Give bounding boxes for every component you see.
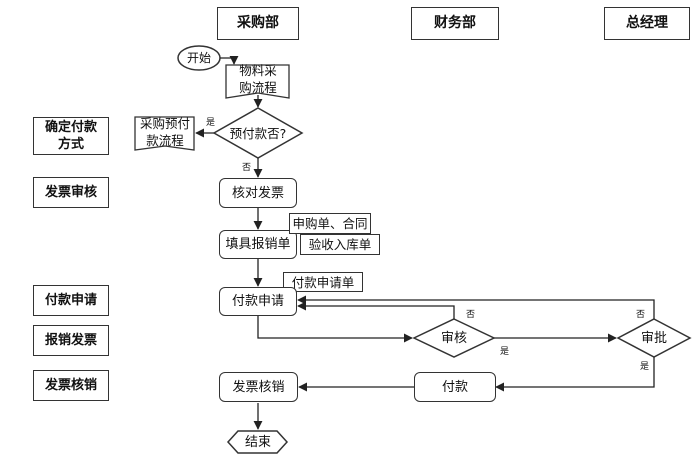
edge-approve-to-pay	[495, 357, 655, 392]
lane-header-finance: 财务部	[411, 7, 499, 40]
edge-label-review-no: 否	[466, 310, 476, 320]
prepay-process-shape	[134, 116, 195, 151]
node-review: 审核	[440, 330, 467, 346]
doc-receipt-note: 验收入库单	[300, 234, 380, 255]
node-invoice-writeoff: 发票核销	[219, 372, 298, 402]
phase-submit-invoice: 报销发票	[33, 325, 109, 356]
node-end: 结束	[244, 434, 271, 450]
edge-request-to-review	[257, 316, 413, 343]
phase-payment-method: 确定付款方式	[33, 117, 109, 155]
edge-label-approve-no: 否	[636, 310, 646, 320]
edge-label-prepay-no: 否	[242, 163, 252, 173]
node-pay: 付款	[414, 372, 496, 402]
doc-purchase-contract: 申购单、合同	[289, 213, 371, 234]
end-terminator	[226, 430, 289, 454]
edge-label-review-yes: 是	[500, 347, 510, 357]
lane-header-purchasing: 采购部	[217, 7, 299, 40]
lane-header-gm: 总经理	[604, 7, 690, 40]
phase-invoice-writeoff: 发票核销	[33, 370, 109, 401]
node-check-invoice: 核对发票	[219, 178, 297, 208]
review-decision-shape	[412, 318, 496, 358]
doc-payment-form: 付款申请单	[283, 272, 363, 292]
edge-label-approve-yes: 是	[640, 362, 650, 372]
edge-review-reject	[297, 301, 455, 319]
node-prepay-process: 采购预付款流程	[139, 116, 190, 148]
phase-payment-request: 付款申请	[33, 285, 109, 316]
edge-label-prepay-yes: 是	[206, 118, 216, 128]
edge-approve-reject	[297, 295, 655, 319]
node-start: 开始	[186, 50, 211, 65]
edge-start-to-purchase	[220, 55, 239, 65]
material-purchase-shape	[225, 64, 290, 99]
node-payment-request: 付款申请	[219, 287, 297, 316]
node-prepay-question: 预付款否?	[229, 125, 287, 141]
phase-invoice-review: 发票审核	[33, 177, 109, 208]
node-approve: 审批	[640, 330, 667, 346]
node-material-purchase: 物料采购流程	[239, 63, 277, 95]
node-fill-reimbursement: 填具报销单	[219, 230, 297, 259]
